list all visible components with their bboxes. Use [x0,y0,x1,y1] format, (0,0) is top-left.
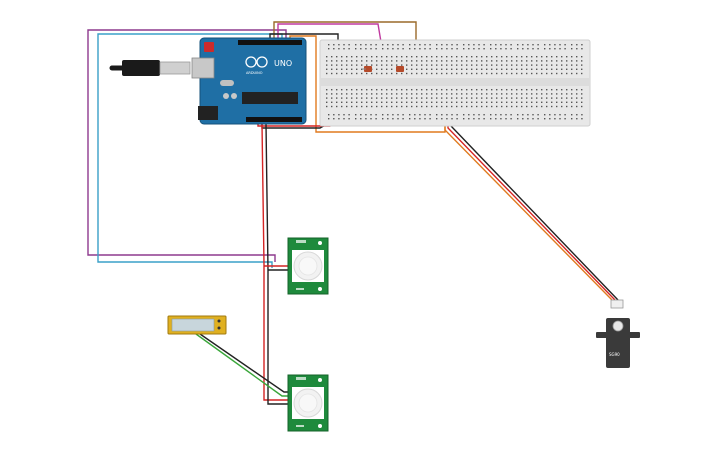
arduino-brand-text: ARDUINO [246,71,263,75]
resistor-2[interactable] [396,66,404,72]
pir-sensor-1[interactable] [287,237,329,295]
wire-black-servo[interactable] [450,118,619,301]
arduino-logo-icon [245,56,268,68]
wire-black-pir[interactable] [265,123,290,405]
servo-label: SG90 [609,352,620,357]
wire-purple[interactable] [87,29,287,262]
wire-green-lcd[interactable] [195,333,290,397]
pir-sensor-2[interactable] [287,374,329,432]
arduino-model-text: UNO [274,59,292,68]
wire-red-pir[interactable] [261,123,290,401]
wire-black-lcd[interactable] [199,333,290,393]
wire-black-top[interactable] [269,33,339,44]
servo-motor[interactable]: SG90 [596,299,640,368]
atmega-chip [242,92,298,104]
servo-horn-icon [612,320,624,332]
breadboard[interactable] [319,39,591,127]
breadboard-holes [326,44,583,120]
lcd-module[interactable] [167,315,227,335]
reset-button[interactable] [204,42,214,52]
resistor-1[interactable] [362,66,372,72]
arduino-uno[interactable]: UNO ARDUINO [109,37,307,125]
